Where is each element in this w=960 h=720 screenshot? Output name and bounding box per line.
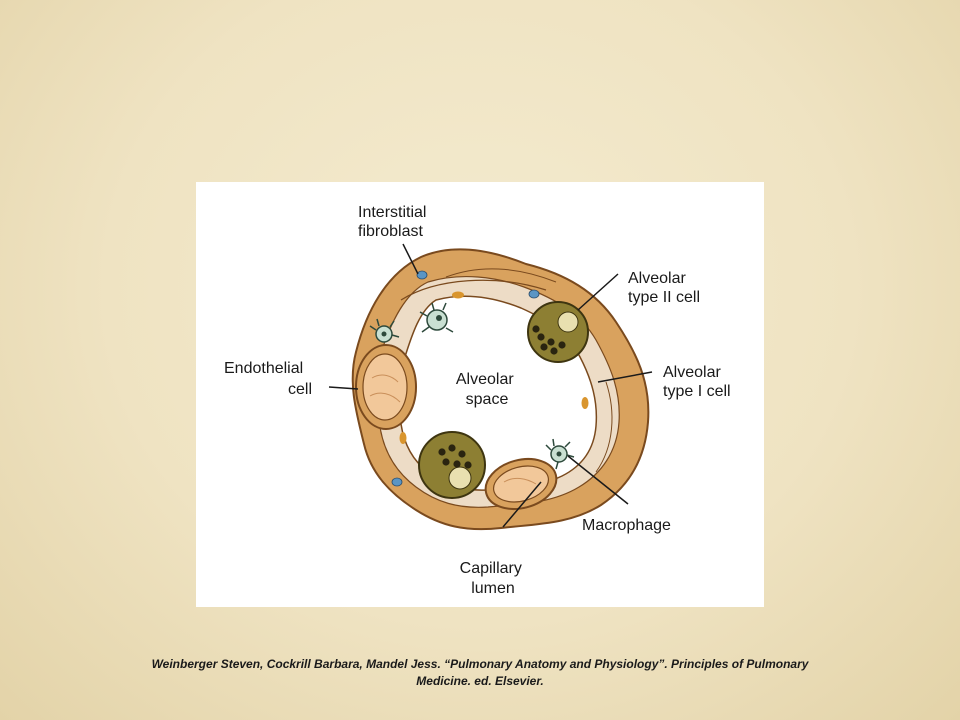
citation: Weinberger Steven, Cockrill Barbara, Man… — [90, 656, 870, 690]
type-ii-cell-bottom — [418, 431, 486, 499]
lamellar-bodies — [532, 325, 566, 355]
label-endothelial-cell: Endothelial cell — [224, 360, 312, 398]
fibroblast-streak — [595, 381, 613, 473]
type-i-nucleus — [581, 397, 589, 409]
capillary-texture — [369, 374, 401, 403]
macrophage-top — [419, 302, 454, 333]
label-alveolar-space: Alveolar space — [456, 371, 518, 408]
macrophage-right — [545, 438, 575, 470]
lamellar-bodies — [438, 444, 472, 469]
type-i-nucleus — [452, 291, 464, 299]
fibroblast-nucleus — [391, 477, 403, 487]
fibroblast-nucleus — [416, 270, 428, 280]
macrophage-left — [369, 318, 400, 343]
label-capillary-lumen: Capillary lumen — [460, 560, 527, 597]
type-i-nucleus — [399, 432, 407, 444]
type-ii-nucleus — [448, 466, 472, 490]
type-ii-nucleus — [557, 311, 579, 333]
label-alveolar-type-ii: Alveolar type II cell — [628, 270, 700, 306]
alveolus-diagram: Interstitial fibroblast Alveolar type II… — [196, 182, 764, 607]
fibroblast-streak — [445, 268, 557, 283]
label-alveolar-type-i: Alveolar type I cell — [663, 364, 731, 400]
citation-line-2: Medicine. ed. Elsevier. — [416, 674, 544, 688]
label-interstitial-fibroblast: Interstitial fibroblast — [358, 204, 431, 240]
fibroblast-nucleus — [528, 289, 540, 299]
alveolus-illustration: Interstitial fibroblast Alveolar type II… — [224, 204, 731, 597]
capillary-texture — [503, 477, 537, 485]
citation-line-1: Weinberger Steven, Cockrill Barbara, Man… — [151, 657, 809, 671]
label-macrophage: Macrophage — [582, 517, 671, 534]
capillary-lumen-left — [362, 353, 408, 421]
fibroblast-streak — [400, 279, 547, 301]
leader-lines — [328, 243, 653, 528]
